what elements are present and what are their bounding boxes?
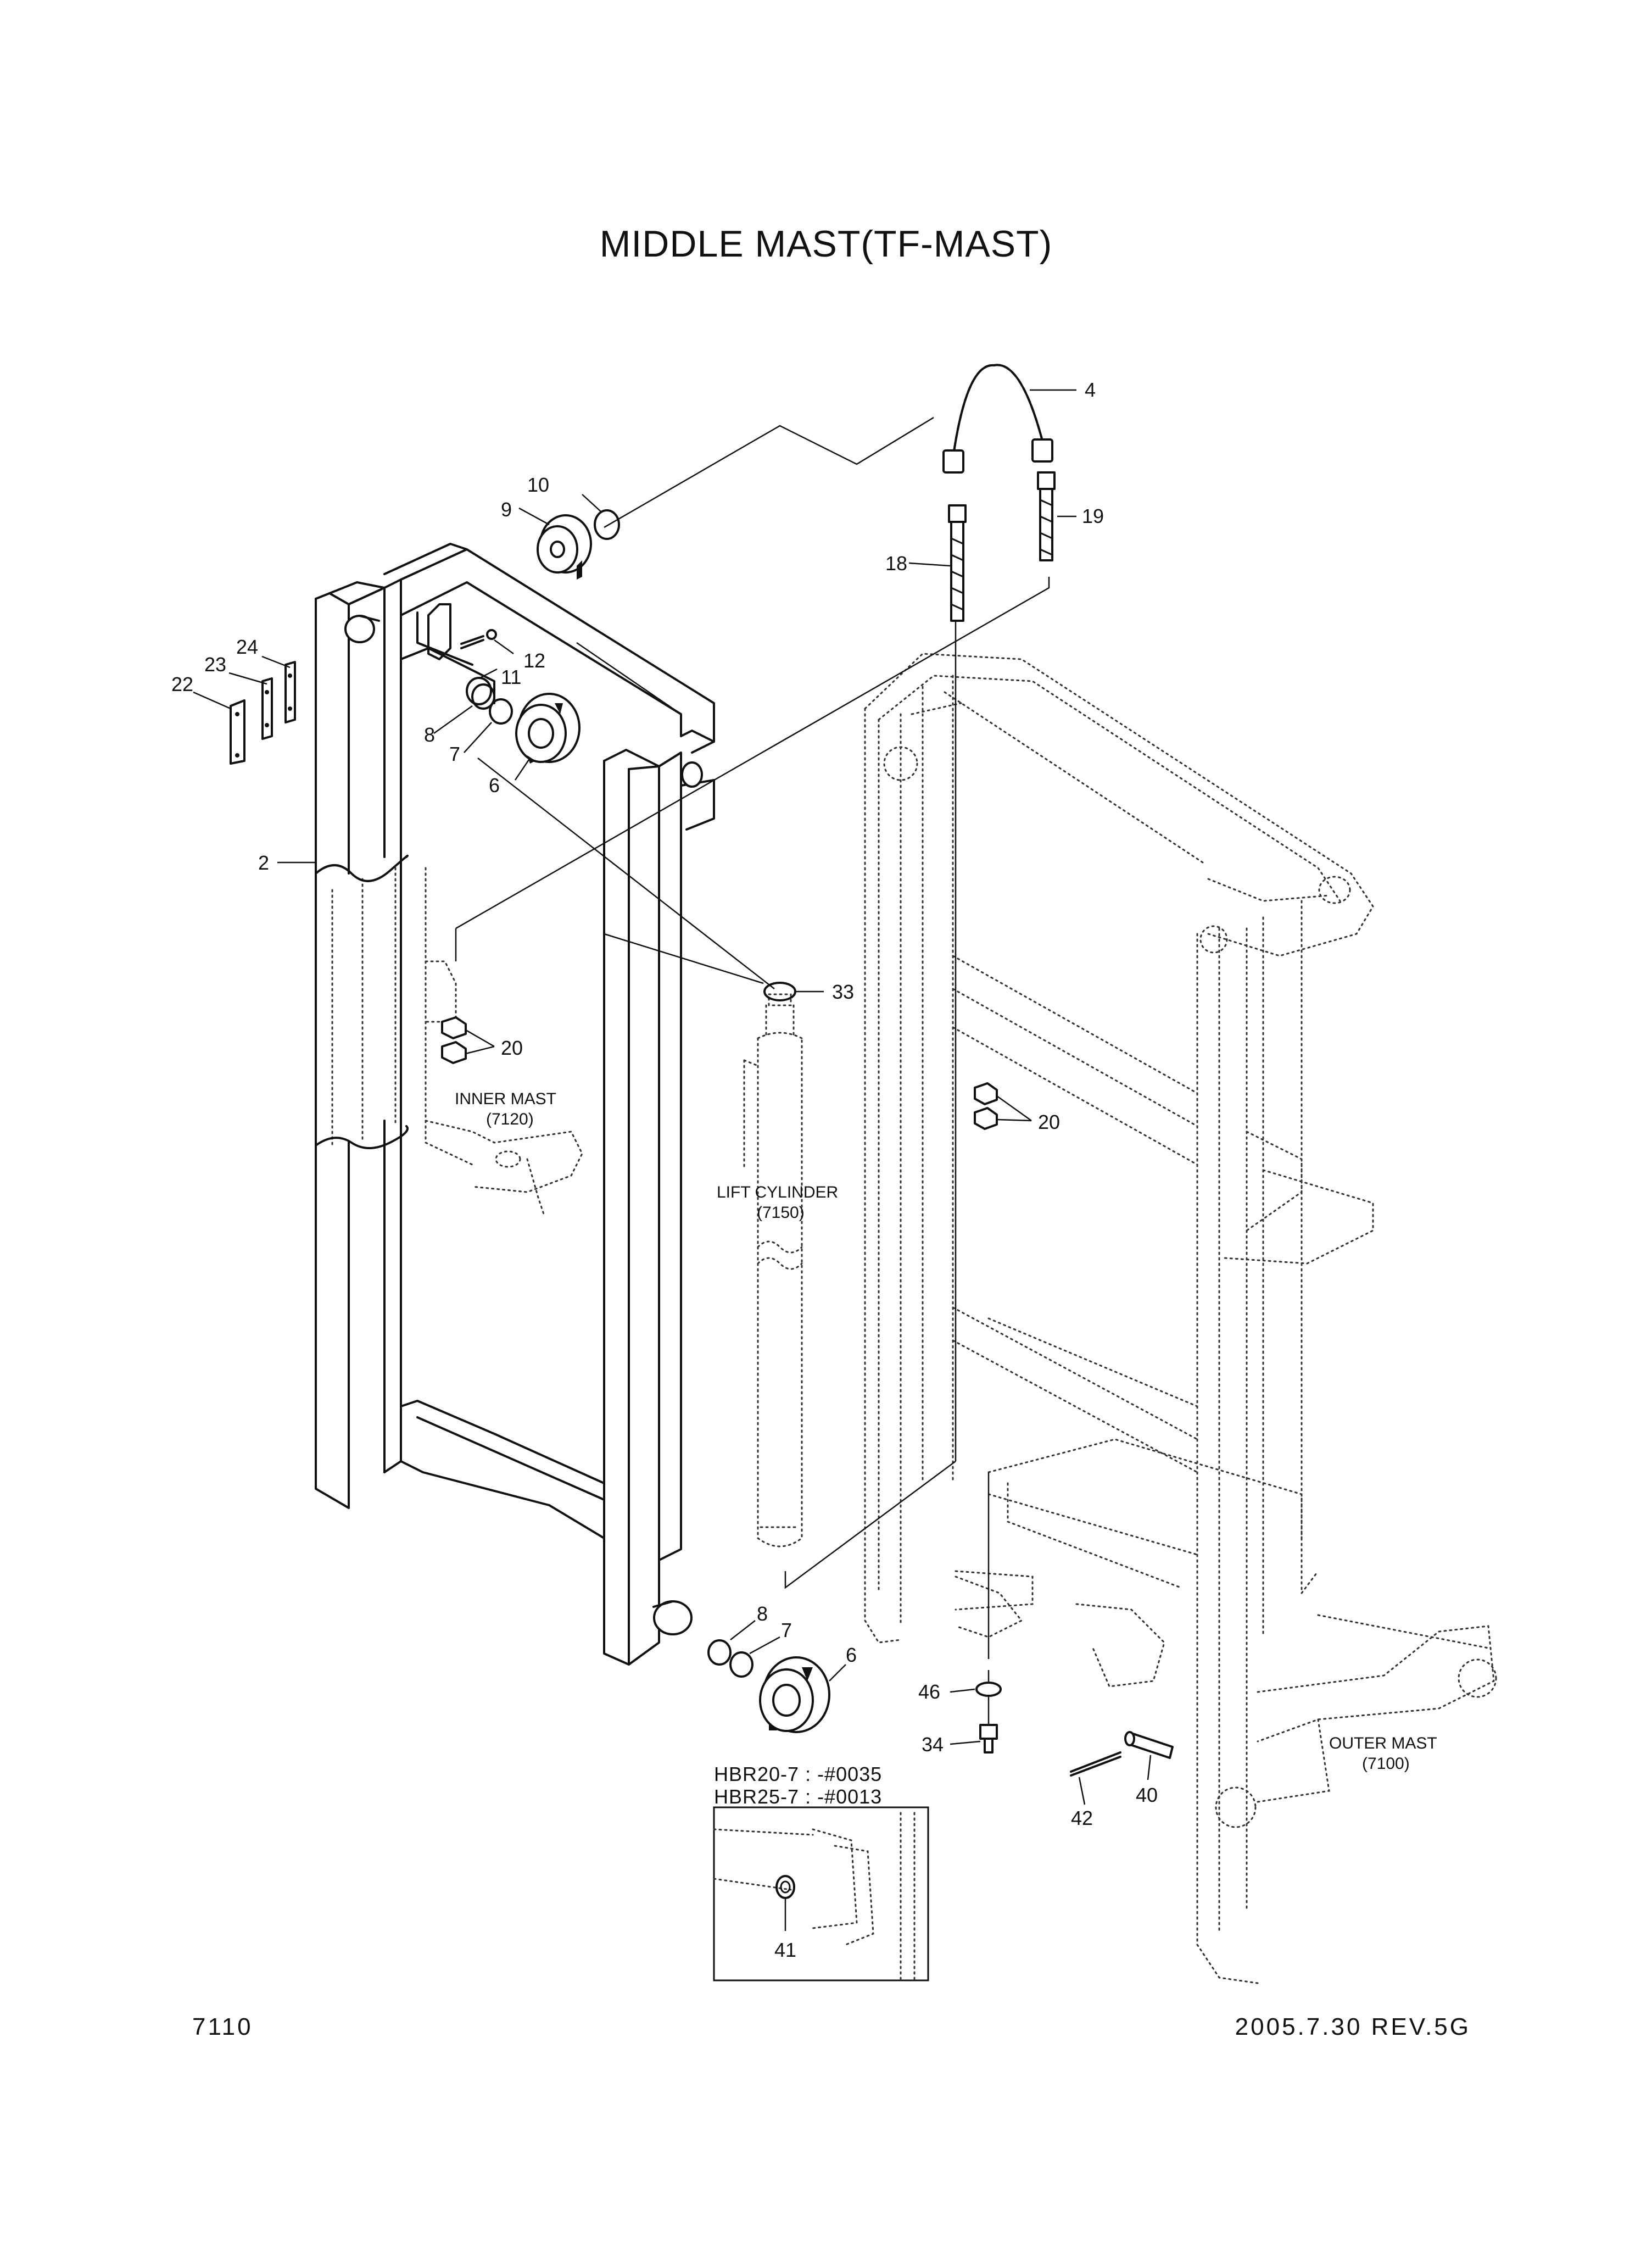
callout-24: 24 [236, 636, 258, 658]
callout-20-left: 20 [501, 1037, 523, 1059]
note-hbr25: HBR25-7 : -#0013 [714, 1785, 882, 1808]
page-number: 7110 [192, 2013, 253, 2040]
serial-note: HBR20-7 : -#0035 HBR25-7 : -#0013 [714, 1763, 882, 1808]
label-lift-cylinder-code: (7150) [757, 1204, 805, 1222]
shim-7-top [489, 698, 513, 725]
callout-10: 10 [527, 474, 549, 496]
callout-40: 40 [1136, 1784, 1158, 1806]
shim-11 [466, 677, 492, 705]
inner-mast-section [331, 867, 583, 1215]
washer-46 [975, 1682, 1002, 1697]
shim-8-bottom [707, 1639, 732, 1666]
page-title: MIDDLE MAST(TF-MAST) [599, 223, 1053, 265]
set-screw-12 [460, 629, 497, 649]
callout-8-bottom: 8 [757, 1602, 768, 1625]
callout-46: 46 [918, 1680, 940, 1703]
outer-mast-frame [864, 653, 1497, 1984]
lift-cylinder-body [743, 993, 803, 1548]
bolt-34 [979, 1724, 998, 1754]
callout-12: 12 [523, 649, 545, 672]
anchor-bolt-19 [1037, 471, 1056, 561]
callout-7-bottom: 7 [781, 1619, 792, 1641]
nuts-20-left [441, 1016, 467, 1064]
callout-34: 34 [922, 1733, 944, 1756]
callout-23: 23 [204, 653, 226, 676]
callout-numbers: 4 10 9 19 18 24 23 22 12 11 8 7 6 2 33 2… [171, 378, 1158, 1961]
lift-chain [942, 364, 1053, 474]
label-outer-mast: OUTER MAST [1329, 1734, 1437, 1752]
revision-date: 2005.7.30 REV.5G [1235, 2013, 1471, 2040]
cotter-pin-42 [1070, 1751, 1121, 1777]
callout-4: 4 [1085, 378, 1096, 401]
callout-leaders [193, 389, 1152, 1931]
leader-lines [455, 416, 1050, 1736]
callout-20-right: 20 [1038, 1111, 1060, 1133]
shim-8-top [471, 683, 495, 710]
detail-inset [713, 1806, 929, 1981]
shim-7-bottom [729, 1651, 754, 1678]
callout-8-top: 8 [424, 723, 435, 746]
callout-33: 33 [832, 981, 854, 1003]
label-inner-mast-code: (7120) [486, 1110, 534, 1128]
callout-22: 22 [171, 673, 193, 695]
callout-7-top: 7 [449, 743, 460, 765]
middle-mast-body [315, 543, 715, 1666]
roller-bearing-6-bottom [759, 1656, 830, 1733]
callout-6-top: 6 [489, 774, 500, 797]
anchor-bolt-18 [948, 504, 967, 622]
sheave-9 [537, 514, 592, 580]
callout-2: 2 [258, 851, 269, 874]
callout-9: 9 [501, 498, 512, 521]
assembly-labels: INNER MAST (7120) LIFT CYLINDER (7150) O… [455, 1090, 1437, 1773]
label-outer-mast-code: (7100) [1362, 1755, 1410, 1773]
callout-18: 18 [885, 552, 907, 575]
label-inner-mast: INNER MAST [455, 1090, 556, 1108]
snap-ring-33 [763, 982, 796, 1001]
pin-40 [1124, 1731, 1174, 1759]
callout-11: 11 [501, 666, 521, 688]
label-lift-cylinder: LIFT CYLINDER [717, 1183, 838, 1201]
callout-6-bottom: 6 [846, 1644, 857, 1666]
snap-ring-10 [594, 509, 620, 540]
callout-41: 41 [774, 1939, 796, 1961]
shim-plates [230, 661, 296, 765]
nuts-20-right [974, 1082, 998, 1130]
note-hbr20: HBR20-7 : -#0035 [714, 1763, 882, 1785]
roller-bearing-6-top [515, 693, 581, 764]
callout-19: 19 [1082, 505, 1104, 527]
callout-42: 42 [1071, 1807, 1093, 1829]
